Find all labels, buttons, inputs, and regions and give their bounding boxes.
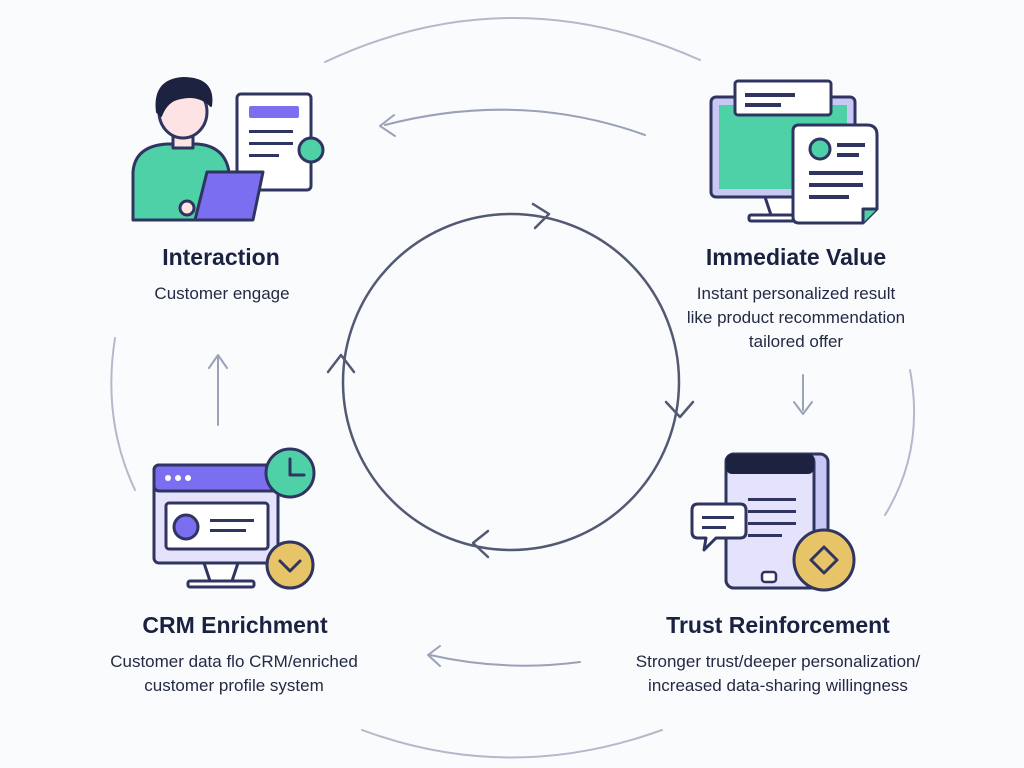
stage-desc-crm-enrichment: Customer data flo CRM/enriched customer … <box>110 650 358 698</box>
monitor-document-icon <box>709 79 879 225</box>
stage-title-crm-enrichment: CRM Enrichment <box>142 612 328 638</box>
stage-title-immediate-value: Immediate Value <box>705 244 887 270</box>
arrow-value-to-interaction <box>384 108 646 136</box>
stage-desc-trust-reinforcement: Stronger trust/deeper personalization/ i… <box>636 650 920 698</box>
outer-arc-left <box>110 337 136 491</box>
stage-desc-line: Stronger trust/deeper personalization/ <box>635 652 921 671</box>
arrow-crm-to-interaction-head <box>208 354 228 369</box>
stage-title-interaction: Interaction <box>162 244 280 270</box>
outer-arc-right <box>884 369 916 516</box>
stage-desc-immediate-value: Instant personalized result like product… <box>687 282 905 354</box>
outer-arc-bottom <box>361 729 663 759</box>
user-laptop-icon <box>131 77 325 222</box>
arrow-value-to-trust-head <box>793 401 813 415</box>
stage-desc-line: increased data-sharing willingness <box>648 676 908 695</box>
outer-arc-top <box>324 17 701 63</box>
crm-monitor-icon <box>152 447 316 590</box>
cycle-arrowhead-top <box>531 202 551 230</box>
central-cycle-circle <box>341 212 681 552</box>
stage-desc-line: customer profile system <box>144 676 324 695</box>
stage-desc-line: Customer engage <box>154 284 290 303</box>
stage-desc-line: Customer data flo CRM/enriched <box>110 652 358 671</box>
phone-chat-icon <box>690 452 856 592</box>
cycle-arrowhead-right <box>664 400 695 419</box>
stage-desc-line: Instant personalized result <box>696 284 896 303</box>
cycle-arrowhead-left <box>326 353 356 374</box>
stage-desc-interaction: Customer engage <box>154 282 289 306</box>
stage-desc-line: tailored offer <box>748 332 844 351</box>
stage-desc-line: like product recommendation <box>686 308 906 327</box>
stage-title-trust-reinforcement: Trust Reinforcement <box>666 612 890 638</box>
arrow-trust-to-crm-head <box>427 645 441 667</box>
arrow-value-to-interaction-head <box>379 114 396 137</box>
cycle-arrowhead-bottom <box>471 529 490 559</box>
arrow-trust-to-crm <box>429 654 581 667</box>
